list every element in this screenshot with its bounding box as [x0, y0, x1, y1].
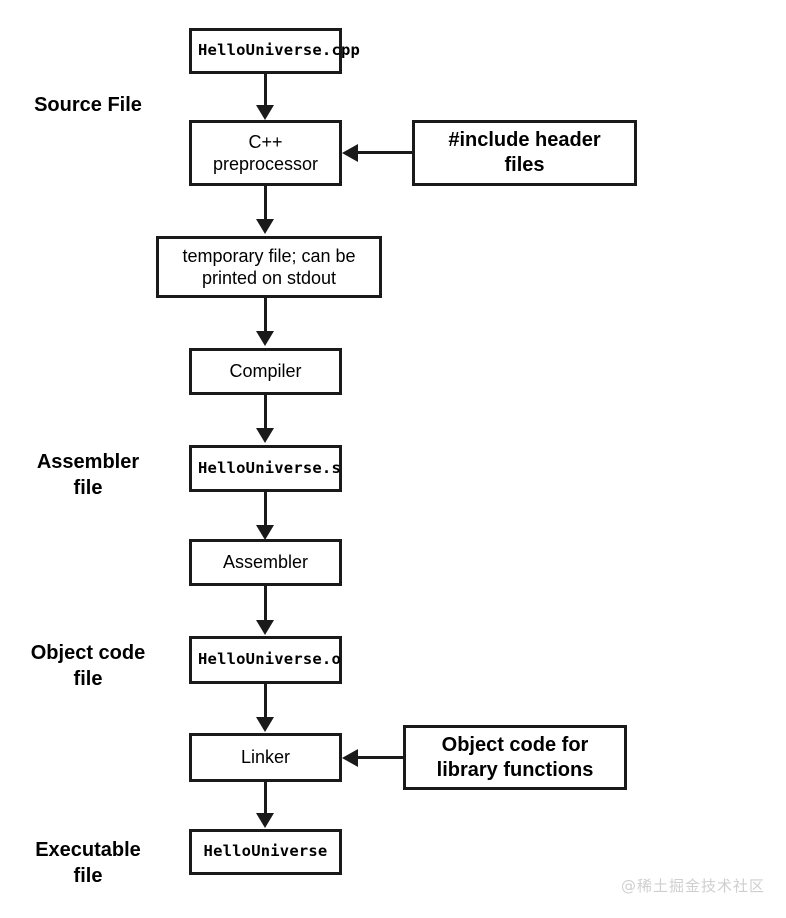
node-library-object-code-label: Object code for library functions: [436, 733, 594, 781]
stage-label-assembler-file: Assembler file: [36, 451, 140, 499]
stage-label-source-file: Source File: [34, 94, 142, 116]
arrowhead-source-to-preprocessor: [256, 105, 274, 120]
node-compiler-label: Compiler: [229, 361, 302, 382]
node-executable[interactable]: HelloUniverse: [189, 829, 342, 875]
node-assembly-file-label: HelloUniverse.s: [198, 458, 341, 477]
arrowhead-assembler-to-object: [256, 620, 274, 635]
node-library-object-code[interactable]: Object code for library functions: [403, 725, 627, 790]
stage-label-object-code-file: Object code file: [30, 642, 146, 690]
watermark-text: @稀土掘金技术社区: [621, 877, 766, 895]
connector-linker-to-executable: [264, 782, 267, 815]
arrowhead-preprocessor-to-temp: [256, 219, 274, 234]
connector-assembler-to-object: [264, 586, 267, 622]
node-executable-label: HelloUniverse: [203, 842, 328, 861]
node-assembly-file[interactable]: HelloUniverse.s: [189, 445, 342, 492]
node-include-headers[interactable]: #include header files: [412, 120, 637, 186]
node-object-file[interactable]: HelloUniverse.o: [189, 636, 342, 684]
arrowhead-library-to-linker: [342, 749, 358, 767]
node-temporary-file[interactable]: temporary file; can be printed on stdout: [156, 236, 382, 298]
arrowhead-include-to-preprocessor: [342, 144, 358, 162]
node-linker-label: Linker: [240, 747, 291, 768]
arrowhead-compiler-to-assembly: [256, 428, 274, 443]
connector-library-to-linker: [358, 756, 404, 759]
connector-include-to-preprocessor: [358, 151, 413, 154]
arrowhead-linker-to-executable: [256, 813, 274, 828]
node-source-file[interactable]: HelloUniverse.cpp: [189, 28, 361, 74]
connector-compiler-to-assembly: [264, 395, 267, 430]
node-object-file-label: HelloUniverse.o: [198, 650, 341, 669]
connector-preprocessor-to-temp: [264, 186, 267, 221]
connector-assembly-to-assembler: [264, 492, 267, 527]
node-preprocessor-label: C++ preprocessor: [212, 131, 319, 175]
node-assembler-label: Assembler: [222, 552, 309, 573]
node-linker[interactable]: Linker: [189, 733, 342, 782]
node-source-file-label: HelloUniverse.cpp: [198, 41, 361, 60]
arrowhead-assembly-to-assembler: [256, 525, 274, 540]
connector-source-to-preprocessor: [264, 74, 267, 107]
arrowhead-object-to-linker: [256, 717, 274, 732]
node-compiler[interactable]: Compiler: [189, 348, 342, 395]
connector-temp-to-compiler: [264, 298, 267, 333]
arrowhead-temp-to-compiler: [256, 331, 274, 346]
stage-label-executable-file: Executable file: [35, 839, 141, 887]
node-preprocessor[interactable]: C++ preprocessor: [189, 120, 342, 186]
node-assembler[interactable]: Assembler: [189, 539, 342, 586]
node-include-headers-label: #include header files: [448, 129, 601, 176]
connector-object-to-linker: [264, 684, 267, 719]
node-temporary-file-label: temporary file; can be printed on stdout: [182, 245, 356, 289]
